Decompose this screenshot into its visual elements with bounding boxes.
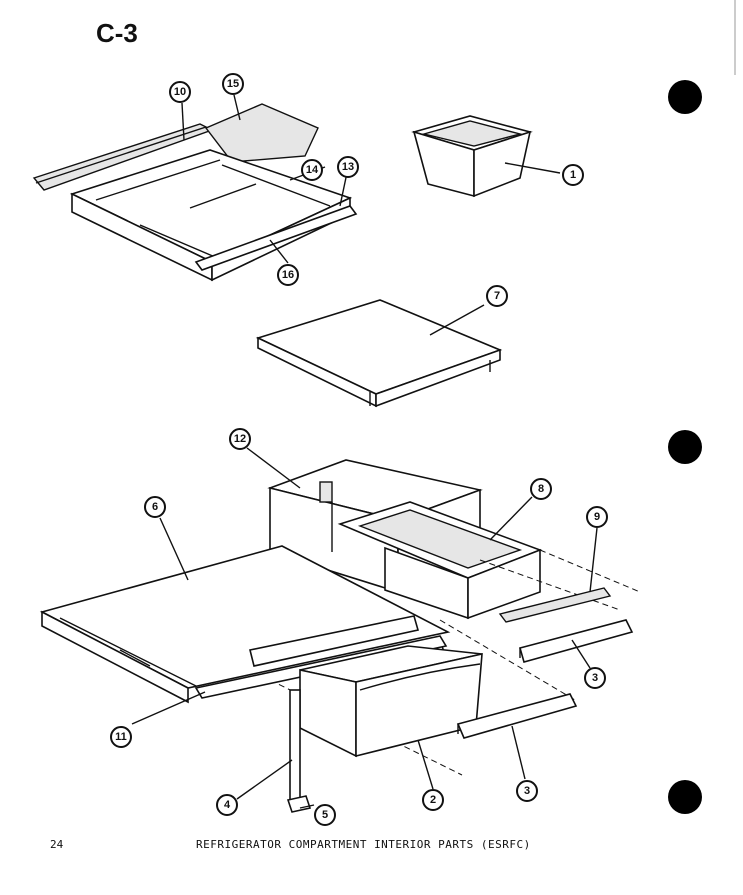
upper-shelf-assembly: [32, 103, 358, 282]
callout-13: 13: [337, 156, 359, 178]
svg-text:15: 15: [227, 78, 239, 90]
svg-text:2: 2: [430, 794, 436, 806]
svg-text:3: 3: [592, 672, 598, 684]
svg-text:10: 10: [174, 86, 186, 98]
lower-drawer-part: [299, 645, 483, 758]
svg-text:7: 7: [494, 290, 500, 302]
callout-3-upper: 3: [584, 667, 606, 689]
svg-text:13: 13: [342, 161, 354, 173]
callout-14-marker: 14: [301, 159, 323, 181]
callout-5: 5: [314, 804, 336, 826]
rail-3-upper: [519, 619, 634, 663]
callout-16: 16: [277, 264, 299, 286]
callout-9: 9: [586, 506, 608, 528]
rail-3-lower: [456, 693, 578, 739]
binder-hole-bottom: [668, 780, 702, 814]
svg-text:11: 11: [115, 731, 127, 743]
callout-4: 4: [216, 794, 238, 816]
callout-15: 15: [222, 73, 244, 95]
callout-10: 10: [169, 81, 191, 103]
crisper-cover-part: [255, 299, 503, 408]
callout-7: 7: [486, 285, 508, 307]
svg-text:3: 3: [524, 785, 530, 797]
support-post-part: [286, 689, 312, 813]
page-number: 24: [50, 838, 64, 851]
callout-2: 2: [422, 789, 444, 811]
callout-8: 8: [530, 478, 552, 500]
page-caption: REFRIGERATOR COMPARTMENT INTERIOR PARTS …: [196, 838, 531, 851]
binder-hole-middle: [668, 430, 702, 464]
svg-text:16: 16: [282, 269, 294, 281]
svg-text:6: 6: [152, 501, 158, 513]
rail-9: [498, 587, 612, 623]
shelf-plate-part: [204, 103, 319, 163]
crisper-pan-assembly: [267, 459, 641, 776]
support-foot-part: [286, 795, 312, 813]
leader-lines: [131, 94, 598, 809]
bin-part: [411, 115, 533, 198]
svg-text:8: 8: [538, 483, 544, 495]
callout-11: 11: [110, 726, 132, 748]
callout-6: 6: [144, 496, 166, 518]
callout-3-lower: 3: [516, 780, 538, 802]
callout-1: 1: [562, 164, 584, 186]
svg-text:14: 14: [306, 164, 319, 176]
svg-text:5: 5: [322, 809, 328, 821]
svg-text:12: 12: [234, 433, 246, 445]
svg-text:4: 4: [224, 799, 231, 811]
svg-text:9: 9: [594, 511, 600, 523]
rail-parts: [456, 587, 634, 739]
callout-12: 12: [229, 428, 251, 450]
front-trim-part: [194, 205, 358, 271]
svg-text:1: 1: [570, 169, 576, 181]
section-code: C-3: [96, 18, 138, 48]
binder-hole-top: [668, 80, 702, 114]
